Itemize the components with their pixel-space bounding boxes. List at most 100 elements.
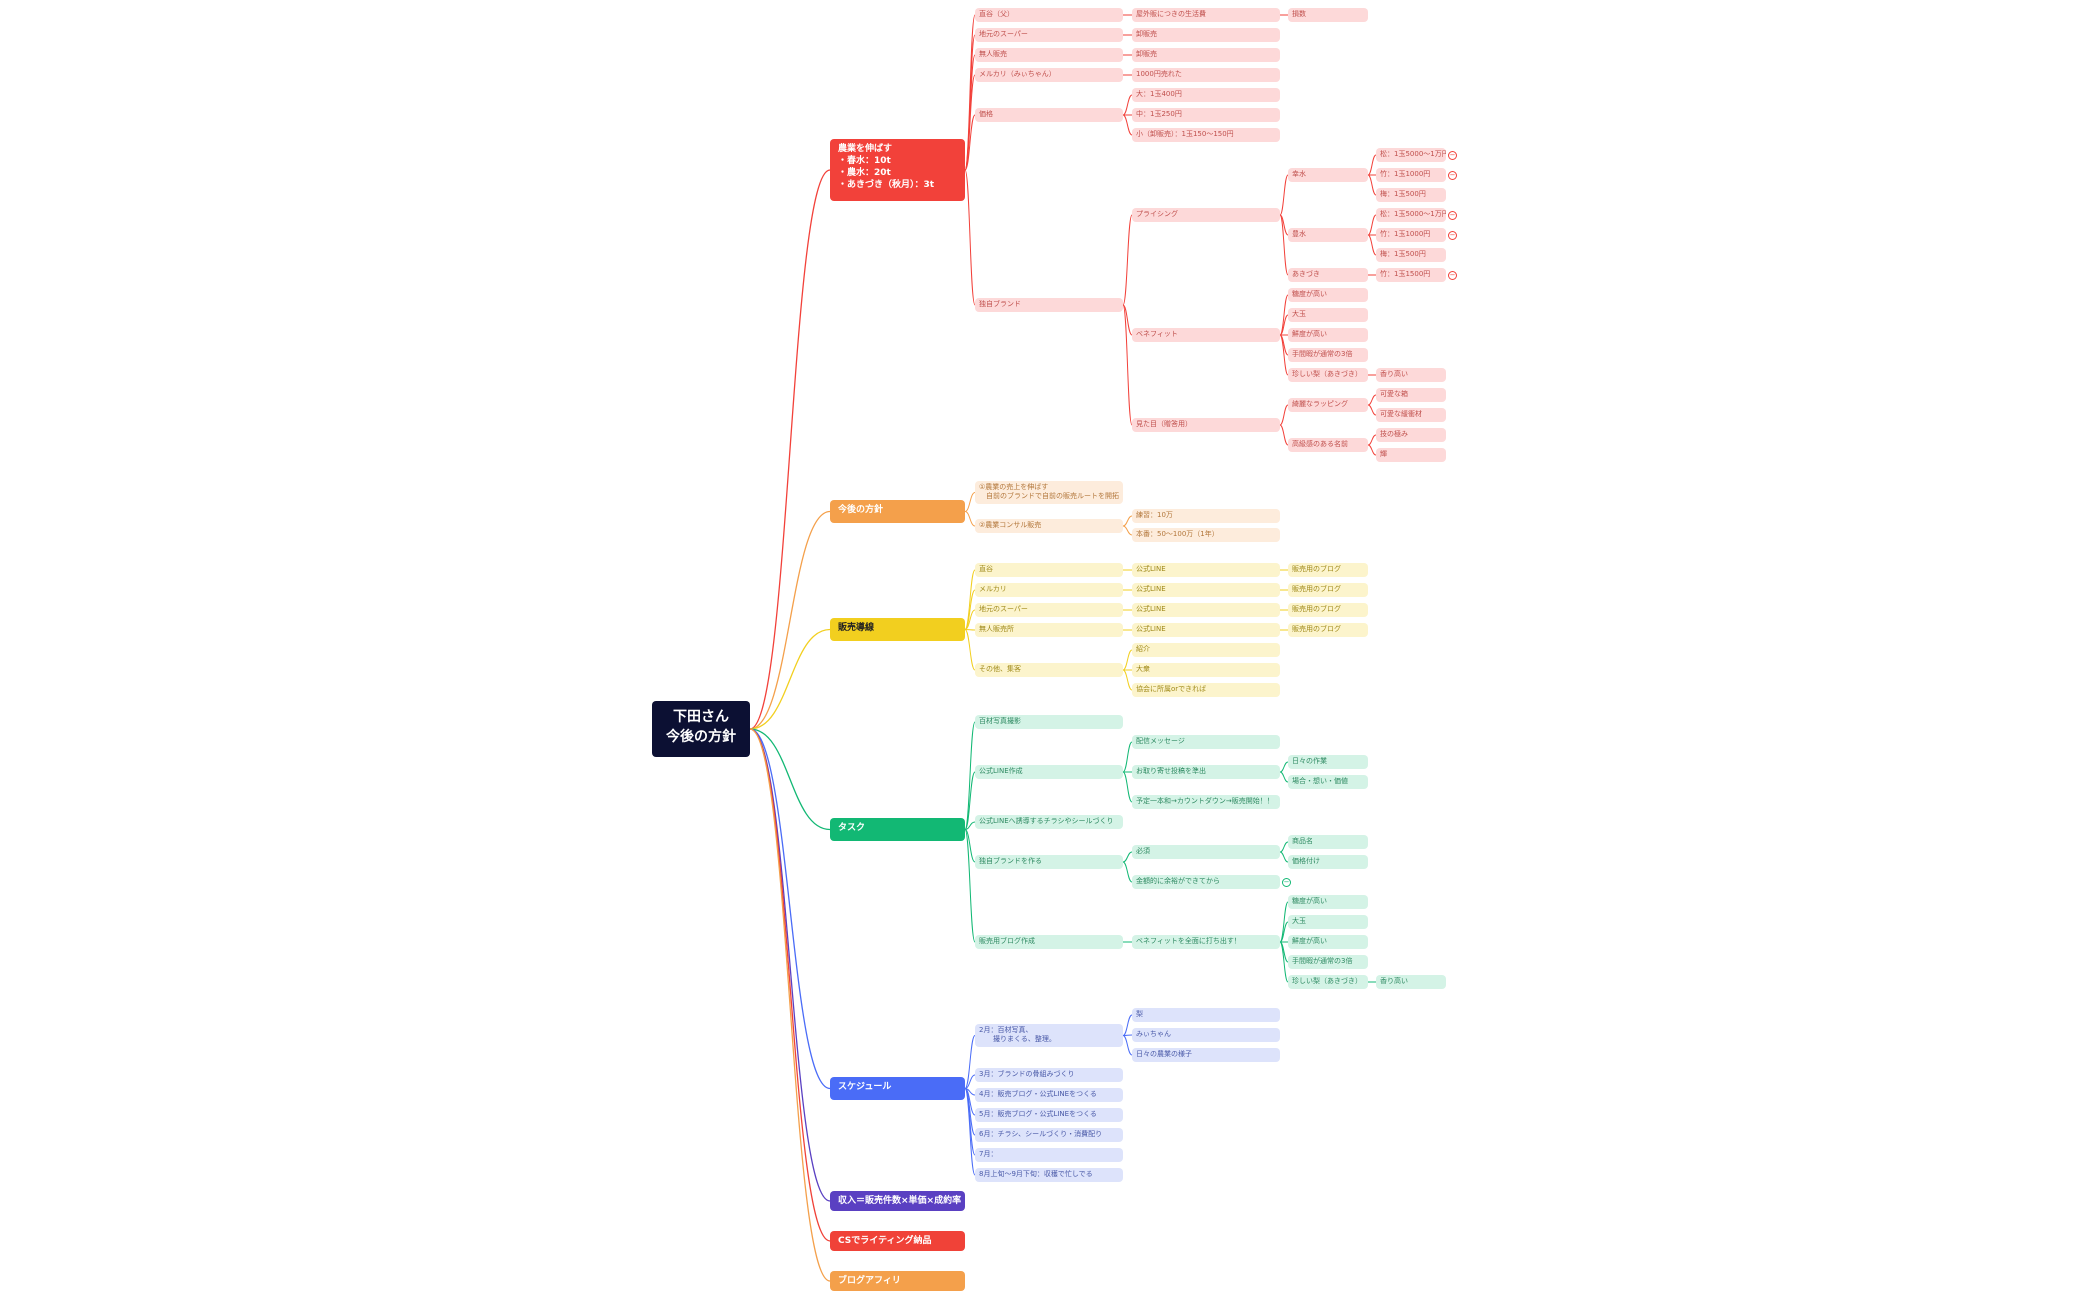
branch-node[interactable]: 地元のスーパー (975, 28, 1123, 42)
subtopic-node[interactable]: 大衆 (1132, 663, 1280, 677)
branch-node[interactable]: 公式LINEへ誘導するチラシやシールづくり (975, 815, 1123, 829)
branch-node[interactable]: 価格 (975, 108, 1123, 122)
subtopic-node[interactable]: 練習：10万 (1132, 509, 1280, 523)
subtopic-node[interactable]: 公式LINE (1132, 563, 1280, 577)
subtopic-node[interactable]: 鮮度が高い (1288, 328, 1368, 342)
branch-node[interactable]: ②農業コンサル販売 (975, 519, 1123, 533)
subtopic-node[interactable]: 1000円売れた (1132, 68, 1280, 82)
main-topic-b2[interactable]: 今後の方針 (830, 500, 965, 523)
subtopic-node[interactable]: 見た目（贈答用） (1132, 418, 1280, 432)
subtopic-node[interactable]: 技の極み (1376, 428, 1446, 442)
main-topic-b3[interactable]: 販売導線 (830, 618, 965, 641)
branch-node[interactable]: 無人販売所 (975, 623, 1123, 637)
subtopic-node[interactable]: あきづき (1288, 268, 1368, 282)
branch-node[interactable]: メルカリ（みぃちゃん） (975, 68, 1123, 82)
branch-node[interactable]: 地元のスーパー (975, 603, 1123, 617)
subtopic-node[interactable]: みぃちゃん (1132, 1028, 1280, 1042)
subtopic-node[interactable]: 屋外販につきの生活費 (1132, 8, 1280, 22)
subtopic-node[interactable]: 豊水 (1288, 228, 1368, 242)
subtopic-node[interactable]: 販売用のブログ (1288, 603, 1368, 617)
subtopic-node[interactable]: 日々の作業 (1288, 755, 1368, 769)
subtopic-node[interactable]: 竹：1玉1000円 (1376, 228, 1446, 242)
branch-node[interactable]: 7月： (975, 1148, 1123, 1162)
subtopic-node[interactable]: 幸水 (1288, 168, 1368, 182)
branch-node[interactable]: 公式LINE作成 (975, 765, 1123, 779)
branch-node[interactable]: メルカリ (975, 583, 1123, 597)
subtopic-node[interactable]: 大玉 (1288, 308, 1368, 322)
subtopic-node[interactable]: 梅：1玉500円 (1376, 248, 1446, 262)
collapse-toggle-icon[interactable]: − (1448, 150, 1457, 160)
branch-node[interactable]: 2月：百材写真、 撮りまくる、整理。 (975, 1024, 1123, 1047)
subtopic-node[interactable]: 糖度が高い (1288, 895, 1368, 909)
subtopic-node[interactable]: プライシング (1132, 208, 1280, 222)
subtopic-node[interactable]: 卸販売 (1132, 48, 1280, 62)
collapse-toggle-icon[interactable]: − (1282, 877, 1291, 887)
subtopic-node[interactable]: 損数 (1288, 8, 1368, 22)
subtopic-node[interactable]: 商品名 (1288, 835, 1368, 849)
subtopic-node[interactable]: 必須 (1132, 845, 1280, 859)
subtopic-node[interactable]: 公式LINE (1132, 623, 1280, 637)
subtopic-node[interactable]: 竹：1玉1000円 (1376, 168, 1446, 182)
subtopic-node[interactable]: 卸販売 (1132, 28, 1280, 42)
main-topic-b5[interactable]: スケジュール (830, 1077, 965, 1100)
subtopic-node[interactable]: ベネフィットを全面に打ち出す！ (1132, 935, 1280, 949)
branch-node[interactable]: 5月：販売ブログ・公式LINEをつくる (975, 1108, 1123, 1122)
subtopic-node[interactable]: 珍しい梨（あきづき） (1288, 975, 1368, 989)
subtopic-node[interactable]: 輝 (1376, 448, 1446, 462)
branch-node[interactable]: 無人販売 (975, 48, 1123, 62)
branch-node[interactable]: 8月上旬〜9月下旬：収穫で忙しでる (975, 1168, 1123, 1182)
subtopic-node[interactable]: 鮮度が高い (1288, 935, 1368, 949)
subtopic-node[interactable]: 販売用のブログ (1288, 623, 1368, 637)
subtopic-node[interactable]: 公式LINE (1132, 603, 1280, 617)
subtopic-node[interactable]: 中：1玉250円 (1132, 108, 1280, 122)
root-topic[interactable]: 下田さん 今後の方針 (652, 701, 750, 757)
branch-node[interactable]: 百材写真撮影 (975, 715, 1123, 729)
subtopic-node[interactable]: 竹：1玉1500円 (1376, 268, 1446, 282)
main-topic-b4[interactable]: タスク (830, 818, 965, 841)
subtopic-node[interactable]: ベネフィット (1132, 328, 1280, 342)
branch-node[interactable]: 独自ブランド (975, 298, 1123, 312)
subtopic-node[interactable]: 梅：1玉500円 (1376, 188, 1446, 202)
subtopic-node[interactable]: 公式LINE (1132, 583, 1280, 597)
branch-node[interactable]: ①農業の売上を伸ばす 自前のブランドで自前の販売ルートを開拓 (975, 481, 1123, 504)
branch-node[interactable]: 独自ブランドを作る (975, 855, 1123, 869)
subtopic-node[interactable]: 日々の農業の様子 (1132, 1048, 1280, 1062)
branch-node[interactable]: 販売用ブログ作成 (975, 935, 1123, 949)
main-topic-b8[interactable]: ブログアフィリ (830, 1271, 965, 1291)
main-topic-b1[interactable]: 農業を伸ばす ・春水：10t ・農水：20t ・あきづき（秋月）：3t (830, 139, 965, 201)
main-topic-b6[interactable]: 収入＝販売件数×単価×成約率 (830, 1191, 965, 1211)
collapse-toggle-icon[interactable]: − (1448, 210, 1457, 220)
subtopic-node[interactable]: 香り高い (1376, 368, 1446, 382)
subtopic-node[interactable]: お取り寄せ投稿を準出 (1132, 765, 1280, 779)
branch-node[interactable]: 直谷 (975, 563, 1123, 577)
subtopic-node[interactable]: 綺麗なラッピング (1288, 398, 1368, 412)
subtopic-node[interactable]: 大：1玉400円 (1132, 88, 1280, 102)
subtopic-node[interactable]: 予定一本和→カウントダウン→販売開始！！ (1132, 795, 1280, 809)
main-topic-b7[interactable]: CSでライティング納品 (830, 1231, 965, 1251)
subtopic-node[interactable]: 紹介 (1132, 643, 1280, 657)
subtopic-node[interactable]: 糖度が高い (1288, 288, 1368, 302)
subtopic-node[interactable]: 手間暇が通常の3倍 (1288, 348, 1368, 362)
branch-node[interactable]: 6月：チラシ、シールづくり・消費配り (975, 1128, 1123, 1142)
subtopic-node[interactable]: 可愛な箱 (1376, 388, 1446, 402)
subtopic-node[interactable]: 配信メッセージ (1132, 735, 1280, 749)
subtopic-node[interactable]: 手間暇が通常の3倍 (1288, 955, 1368, 969)
subtopic-node[interactable]: 金額的に余裕ができてから (1132, 875, 1280, 889)
subtopic-node[interactable]: 協会に所属orできれば (1132, 683, 1280, 697)
collapse-toggle-icon[interactable]: − (1448, 170, 1457, 180)
collapse-toggle-icon[interactable]: − (1448, 270, 1457, 280)
branch-node[interactable]: その他、集客 (975, 663, 1123, 677)
subtopic-node[interactable]: 梨 (1132, 1008, 1280, 1022)
subtopic-node[interactable]: 松：1玉5000〜1万円 (1376, 208, 1446, 222)
subtopic-node[interactable]: 松：1玉5000〜1万円 (1376, 148, 1446, 162)
branch-node[interactable]: 直谷（父） (975, 8, 1123, 22)
collapse-toggle-icon[interactable]: − (1448, 230, 1457, 240)
subtopic-node[interactable]: 高級感のある名前 (1288, 438, 1368, 452)
subtopic-node[interactable]: 販売用のブログ (1288, 583, 1368, 597)
subtopic-node[interactable]: 珍しい梨（あきづき） (1288, 368, 1368, 382)
subtopic-node[interactable]: 可愛な緩衝材 (1376, 408, 1446, 422)
subtopic-node[interactable]: 小（卸販売）：1玉150〜150円 (1132, 128, 1280, 142)
subtopic-node[interactable]: 販売用のブログ (1288, 563, 1368, 577)
subtopic-node[interactable]: 場合・想い・価値 (1288, 775, 1368, 789)
subtopic-node[interactable]: 価格付け (1288, 855, 1368, 869)
